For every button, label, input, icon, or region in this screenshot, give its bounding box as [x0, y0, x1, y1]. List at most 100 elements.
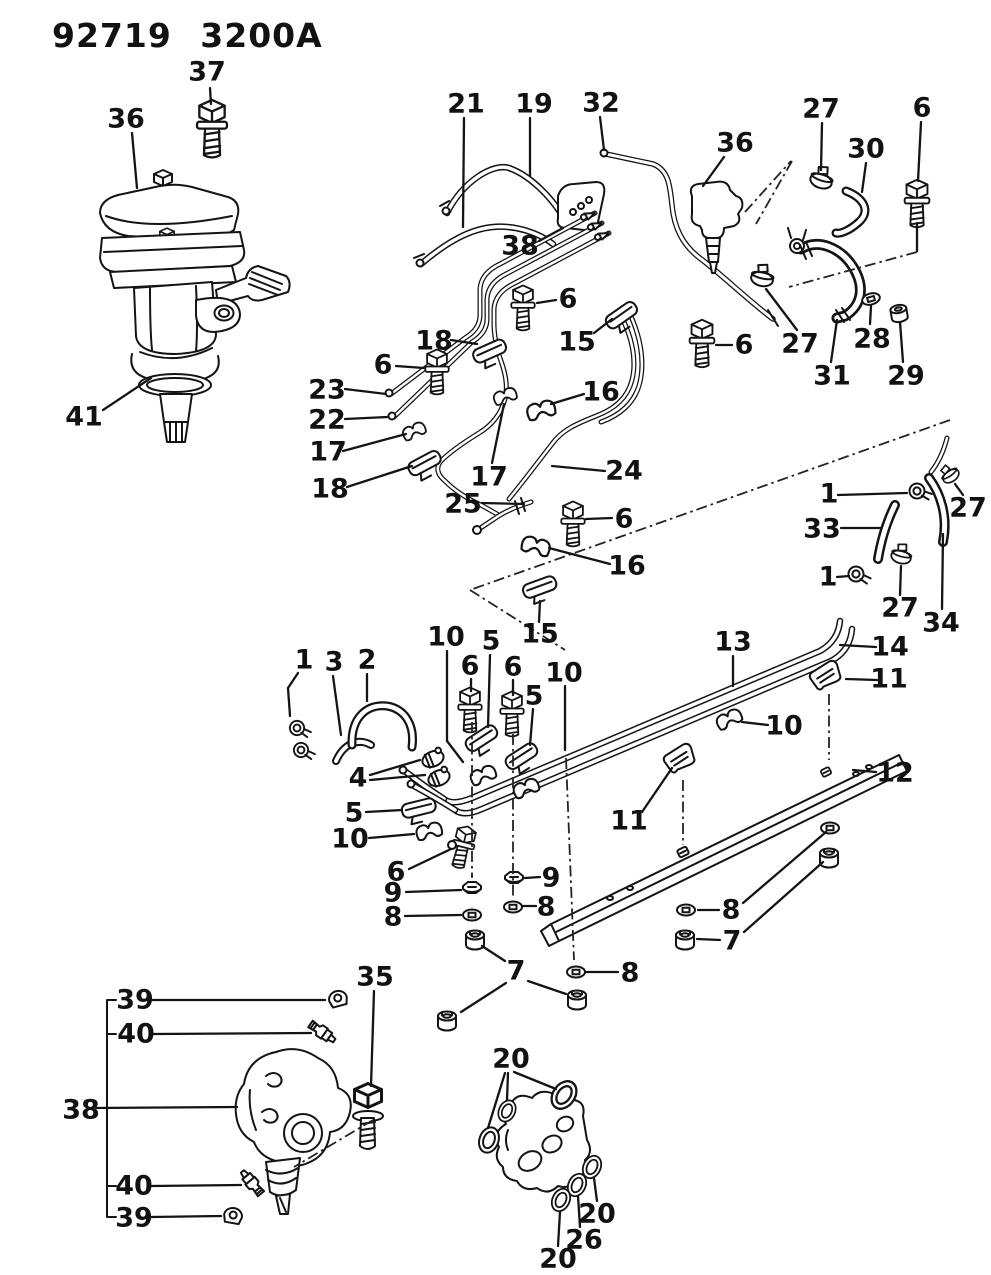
callout-14-label-15: 15: [558, 327, 596, 358]
callout-leader-10-37-1: [445, 739, 465, 764]
callout-12-label-6: 6: [559, 284, 578, 315]
callout-leader-20-67-0: [556, 1210, 562, 1248]
gasket-plate-group: [474, 1075, 606, 1216]
callout-73-label-29: 29: [887, 361, 925, 392]
bolt-6: [560, 500, 586, 548]
callout-leader-3-35-0: [331, 674, 343, 737]
callout-51-label-8: 8: [537, 892, 556, 923]
callout-34-label-11: 11: [870, 664, 908, 695]
tube-32: [599, 148, 779, 327]
callout-20-label-18: 18: [311, 474, 349, 505]
callout-63-label-40: 40: [115, 1171, 153, 1202]
callout-43-label-10: 10: [545, 658, 583, 689]
callout-leader-27-73-0: [953, 482, 965, 497]
clip-39: [221, 1205, 245, 1226]
nut-7: [819, 847, 839, 869]
callout-59-label-39: 39: [116, 985, 154, 1016]
callout-39-label-5: 5: [482, 626, 501, 657]
cushion-5: [399, 796, 440, 827]
power-steering-pump-36: [99, 98, 291, 443]
clip-1: [287, 716, 313, 742]
callout-24-label-6: 6: [615, 504, 634, 535]
callout-leader-36-1-0: [130, 131, 139, 190]
callout-leader-38-60-0: [94, 1105, 239, 1110]
clamp-11: [660, 741, 699, 776]
callout-18-label-22: 22: [308, 405, 346, 436]
callout-leader-30-8-0: [860, 161, 868, 194]
callout-9-label-30: 30: [847, 134, 885, 165]
callout-36-label-3: 3: [325, 647, 344, 678]
callout-leader-10-57-0: [740, 720, 770, 727]
callout-leader-1-34-0: [286, 671, 300, 690]
diagram-artwork: [99, 98, 963, 1226]
nut-7: [675, 929, 695, 951]
callout-61-label-38: 38: [62, 1095, 100, 1126]
clamp-10: [413, 820, 445, 842]
callout-leader-15-13-0: [592, 317, 614, 335]
callout-leader-7-52-0: [480, 944, 507, 963]
callout-leader-18-12-0: [449, 338, 479, 346]
callout-leader-1-34-1: [286, 686, 292, 718]
callout-leader-4-43-1: [368, 773, 427, 782]
callout-74-label-27: 27: [949, 493, 987, 524]
callout-10-label-6: 6: [913, 93, 932, 124]
callout-3-label-41: 41: [65, 402, 103, 433]
callout-47-label-6: 6: [387, 857, 406, 888]
bolt-6: [688, 318, 716, 369]
clip-1: [291, 738, 317, 764]
fuel-lines-13-14: [398, 617, 856, 817]
clip-39: [326, 987, 350, 1010]
washer-8: [566, 965, 586, 979]
callout-leader-28-71-0: [868, 304, 873, 326]
callout-leader-7-54-1: [742, 860, 825, 934]
callout-leader-10-45-0: [367, 832, 416, 840]
steering-gear-38: [106, 987, 384, 1226]
tube-23-end: [387, 411, 397, 421]
callout-leader-27-29-0: [898, 564, 903, 597]
callout-leader-26-66-0: [576, 1194, 582, 1229]
callout-66-label-20: 20: [578, 1199, 616, 1230]
nut-9: [504, 871, 524, 884]
nut-7: [567, 989, 587, 1011]
callout-leader-17-18-0: [341, 432, 408, 453]
bolt-6: [510, 284, 536, 332]
lower-clamp-cluster: [287, 686, 545, 872]
callout-leader-8-48-0: [403, 913, 463, 918]
callout-7-label-36: 36: [716, 128, 754, 159]
clamp-27: [807, 162, 838, 193]
callout-45-label-5: 5: [345, 798, 364, 829]
callout-37-label-2: 2: [358, 645, 377, 676]
callout-leader-4-43-0: [368, 758, 422, 777]
callout-leader-16-24-0: [547, 546, 612, 566]
rail-stud: [819, 765, 833, 779]
rail-stud: [675, 845, 691, 859]
callout-28-label-33: 33: [803, 514, 841, 545]
tube-end-fitting: [441, 206, 451, 216]
bolt-6: [457, 686, 483, 734]
callout-5-label-19: 19: [515, 89, 553, 120]
callout-leader-11-33-0: [844, 677, 879, 682]
reference-lines: [293, 160, 951, 1168]
tube-end-fitting: [415, 258, 425, 268]
callout-15-label-16: 16: [582, 377, 620, 408]
callout-35-label-1: 1: [295, 645, 314, 676]
fasteners: [437, 821, 840, 1032]
callout-leader-6-46-0: [407, 847, 453, 871]
callout-65-label-20: 20: [492, 1044, 530, 1075]
callout-38-label-10: 10: [427, 622, 465, 653]
callout-leader-24-21-0: [550, 464, 607, 473]
washer-8: [503, 900, 523, 914]
grommet-29: [888, 302, 910, 325]
tube-bracket-38: [556, 181, 606, 232]
callout-72-label-28: 28: [853, 324, 891, 355]
callout-leader-39-63-0: [149, 1214, 223, 1219]
callout-leader-9-49-0: [523, 875, 542, 880]
callout-16-label-6: 6: [374, 350, 393, 381]
callout-leader-7-52-1: [526, 979, 568, 996]
clamp-27: [936, 460, 963, 487]
callout-57-label-11: 11: [610, 806, 648, 837]
callout-leader-5-41-0: [528, 707, 535, 747]
return-hoses-33-34: [845, 435, 963, 589]
